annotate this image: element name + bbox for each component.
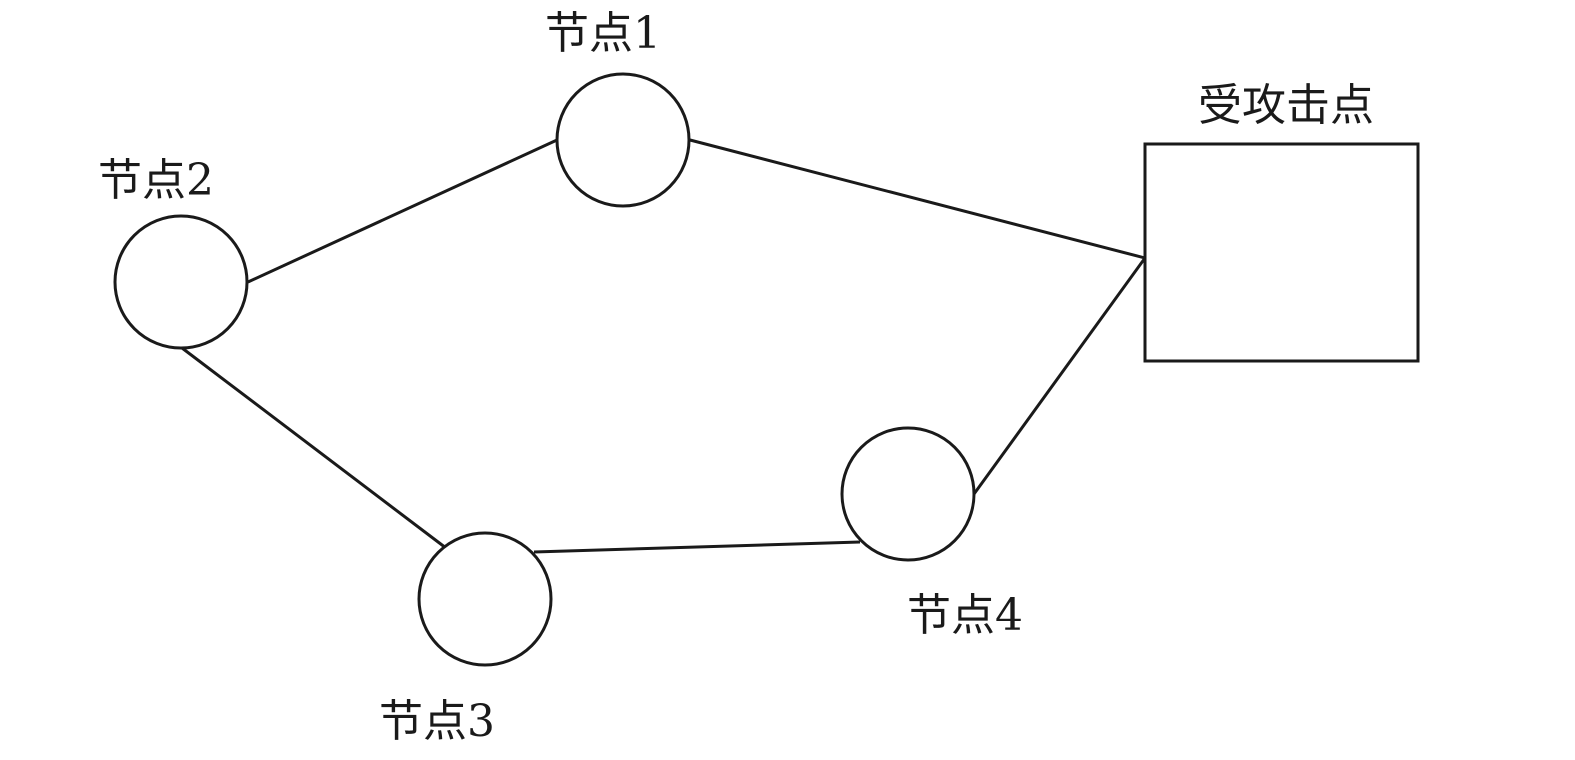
node-4-label: 节点4 bbox=[907, 590, 1023, 641]
node-1-label: 节点1 bbox=[545, 8, 661, 59]
edge-node4-target bbox=[972, 257, 1147, 495]
edge-node2-node3 bbox=[181, 346, 447, 550]
edge-node1-target bbox=[689, 138, 1146, 260]
target-box bbox=[1143, 142, 1420, 363]
edge-node3-node4 bbox=[533, 540, 861, 554]
node-4-circle bbox=[840, 426, 976, 562]
target-label: 受攻击点 bbox=[1198, 80, 1374, 131]
node-1-circle bbox=[555, 72, 691, 208]
node-2-circle bbox=[113, 214, 249, 350]
node-3-label: 节点3 bbox=[379, 696, 495, 747]
edge-node2-node1 bbox=[247, 138, 558, 284]
node-3-circle bbox=[417, 531, 553, 667]
node-2-label: 节点2 bbox=[98, 155, 214, 206]
